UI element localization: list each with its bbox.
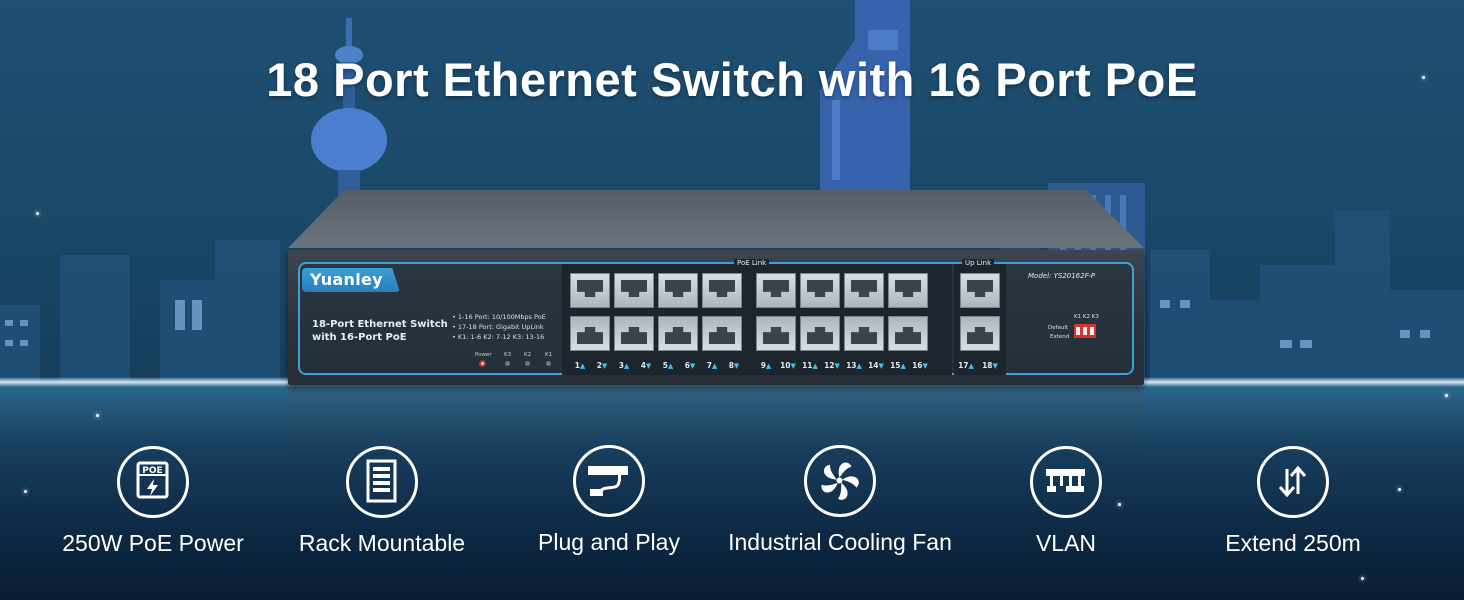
brand-tab bbox=[302, 268, 400, 292]
port-number-1: 1▲ bbox=[574, 361, 586, 370]
dip-default-label: Default bbox=[1048, 325, 1069, 331]
dip-key-2[interactable] bbox=[1083, 327, 1087, 335]
port-number-9: 9▲ bbox=[760, 361, 772, 370]
ethernet-port-15[interactable] bbox=[888, 273, 928, 308]
feature-cooling-fan: Industrial Cooling Fan bbox=[720, 445, 960, 556]
poe-icon: POE bbox=[117, 446, 189, 518]
star bbox=[1445, 394, 1448, 397]
ethernet-port-1[interactable] bbox=[570, 273, 610, 308]
feature-label: Extend 250m bbox=[1225, 530, 1361, 556]
device-title-line2: with 16-Port PoE bbox=[312, 332, 407, 343]
model-number: Model: YS20162F-P bbox=[1028, 272, 1095, 280]
led-label-k3: K3 bbox=[504, 352, 512, 358]
ethernet-port-14[interactable] bbox=[844, 316, 884, 351]
ethernet-port-16[interactable] bbox=[888, 316, 928, 351]
star bbox=[96, 414, 99, 417]
star bbox=[1361, 577, 1364, 580]
ethernet-port-13[interactable] bbox=[844, 273, 884, 308]
page-title: 18 Port Ethernet Switch with 16 Port PoE bbox=[266, 53, 1198, 106]
poe-icon-text: POE bbox=[142, 466, 162, 476]
k2-led bbox=[525, 361, 530, 366]
star bbox=[1118, 503, 1121, 506]
poe-link-label: PoE Link bbox=[734, 259, 770, 267]
spec-line: • K1: 1-6 K2: 7-12 K3: 13-16 bbox=[452, 333, 545, 341]
port-number-13: 13▲ bbox=[846, 361, 862, 370]
tv-tower bbox=[311, 18, 387, 200]
dip-key-3[interactable] bbox=[1090, 327, 1094, 335]
dip-key-1[interactable] bbox=[1076, 327, 1080, 335]
port-number-15: 15▲ bbox=[890, 361, 906, 370]
led-label-k1: K1 bbox=[545, 352, 553, 358]
extend-icon bbox=[1257, 446, 1329, 518]
poe-port-group: PoE Link 1▲ 2 bbox=[562, 259, 952, 375]
port-number-8: 8▼ bbox=[728, 361, 740, 370]
port-number-2: 2▼ bbox=[596, 361, 608, 370]
feature-vlan: VLAN bbox=[946, 446, 1186, 557]
feature-plug-and-play: Plug and Play bbox=[489, 445, 729, 556]
port-number-12: 12▼ bbox=[824, 361, 840, 370]
spec-line: • 1-16 Port: 10/100Mbps PoE bbox=[452, 313, 546, 321]
ethernet-port-12[interactable] bbox=[800, 316, 840, 351]
switch-top-cover bbox=[288, 190, 1144, 248]
star bbox=[1422, 76, 1425, 79]
power-led bbox=[479, 360, 486, 367]
reflective-floor bbox=[0, 382, 1464, 600]
vlan-icon bbox=[1030, 446, 1102, 518]
port-number-5: 5▲ bbox=[662, 361, 674, 370]
feature-label: VLAN bbox=[1035, 530, 1097, 556]
uplink-port-group: Up Link 17▲ 18▼ bbox=[954, 259, 1006, 375]
port-number-17: 17▲ bbox=[958, 361, 974, 370]
dip-extend-label: Extend bbox=[1050, 334, 1070, 340]
k1-led bbox=[546, 361, 551, 366]
ethernet-port-7[interactable] bbox=[702, 273, 742, 308]
star bbox=[36, 212, 39, 215]
ethernet-switch-front-panel: Yuanley 18-Port Ethernet Switch with 16-… bbox=[288, 250, 1144, 385]
feature-extend-250m: Extend 250m bbox=[1173, 446, 1413, 557]
star bbox=[24, 490, 27, 493]
port-number-3: 3▲ bbox=[618, 361, 630, 370]
ethernet-port-2[interactable] bbox=[570, 316, 610, 351]
uplink-port-17[interactable] bbox=[960, 273, 1000, 308]
spec-line: • 17-18 Port: Gigabit UpLink bbox=[452, 323, 544, 331]
port-number-10: 10▼ bbox=[780, 361, 796, 370]
fan-icon bbox=[804, 445, 876, 517]
led-label-power: Power bbox=[475, 352, 492, 358]
port-number-11: 11▲ bbox=[802, 361, 818, 370]
port-number-4: 4▼ bbox=[640, 361, 652, 370]
device-title-line1: 18-Port Ethernet Switch bbox=[312, 319, 448, 330]
dip-key-labels: K1 K2 K3 bbox=[1074, 314, 1099, 320]
ethernet-port-3[interactable] bbox=[614, 273, 654, 308]
uplink-port-18[interactable] bbox=[960, 316, 1000, 351]
ethernet-port-4[interactable] bbox=[614, 316, 654, 351]
ethernet-port-8[interactable] bbox=[702, 316, 742, 351]
port-number-6: 6▼ bbox=[684, 361, 696, 370]
port-number-14: 14▼ bbox=[868, 361, 884, 370]
plug-icon bbox=[573, 445, 645, 517]
switch-faceplate: Yuanley 18-Port Ethernet Switch with 16-… bbox=[298, 259, 1134, 375]
ethernet-port-5[interactable] bbox=[658, 273, 698, 308]
ethernet-port-10[interactable] bbox=[756, 316, 796, 351]
feature-label: Rack Mountable bbox=[298, 530, 466, 556]
switch-reflection bbox=[288, 387, 1144, 457]
feature-label: Industrial Cooling Fan bbox=[728, 529, 952, 555]
port-number-18: 18▼ bbox=[982, 361, 998, 370]
port-number-7: 7▲ bbox=[706, 361, 718, 370]
ethernet-port-6[interactable] bbox=[658, 316, 698, 351]
feature-label: 250W PoE Power bbox=[62, 530, 244, 556]
brand-logo: Yuanley bbox=[310, 270, 383, 289]
dip-switch[interactable] bbox=[1074, 324, 1096, 338]
led-label-k2: K2 bbox=[524, 352, 532, 358]
feature-label: Plug and Play bbox=[538, 529, 680, 555]
feature-poe-power: POE 250W PoE Power bbox=[33, 446, 273, 557]
port-number-16: 16▼ bbox=[912, 361, 928, 370]
rack-icon bbox=[346, 446, 418, 518]
ethernet-port-11[interactable] bbox=[800, 273, 840, 308]
ethernet-port-9[interactable] bbox=[756, 273, 796, 308]
uplink-label: Up Link bbox=[962, 259, 995, 267]
star bbox=[1398, 488, 1401, 491]
feature-rack-mountable: Rack Mountable bbox=[262, 446, 502, 557]
k3-led bbox=[505, 361, 510, 366]
brand-plate: Yuanley 18-Port Ethernet Switch with 16-… bbox=[300, 264, 558, 375]
